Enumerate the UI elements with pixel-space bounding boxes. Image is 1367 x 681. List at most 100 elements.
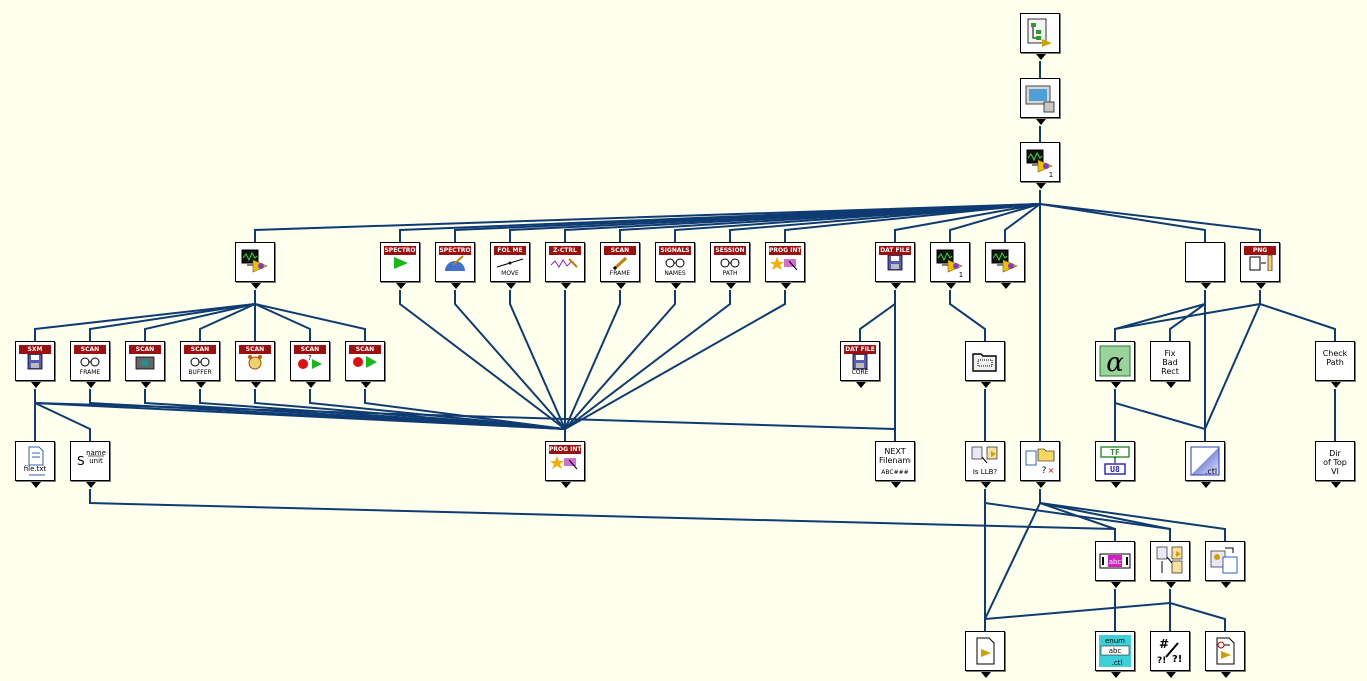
vi-node-spectro-u[interactable]: SPECTRO (380, 242, 420, 289)
expand-arrow-icon[interactable] (981, 382, 991, 388)
vi-node-dir-top[interactable]: Dir of Top VI (1315, 441, 1355, 488)
vi-node-hash-arrow[interactable]: #?!?! (1150, 631, 1190, 678)
expand-arrow-icon[interactable] (1111, 672, 1121, 678)
vi-node-scope-c[interactable] (985, 242, 1025, 289)
text-icon: Dir of Top VI (1319, 445, 1351, 477)
expand-arrow-icon[interactable] (1111, 482, 1121, 488)
vi-node-png[interactable]: PNG (1240, 242, 1280, 289)
vi-node-check-path[interactable]: Check Path (1315, 341, 1355, 388)
vi-subtitle: BUFFER (188, 369, 212, 376)
vi-node-scope-a[interactable] (235, 242, 275, 289)
vi-node-picture[interactable] (1185, 242, 1225, 289)
expand-arrow-icon[interactable] (856, 382, 866, 388)
expand-arrow-icon[interactable] (1331, 382, 1341, 388)
file-name-label: file.txt (24, 465, 47, 473)
vi-node-file-txt[interactable]: file.txt (15, 441, 55, 488)
expand-arrow-icon[interactable] (561, 482, 571, 488)
vi-subtitle: NAMES (664, 270, 686, 277)
vi-banner: SIGNALS (659, 246, 691, 255)
expand-arrow-icon[interactable] (726, 283, 736, 289)
vi-node-doc-folder[interactable]: ?× (1020, 441, 1060, 488)
expand-arrow-icon[interactable] (1256, 283, 1266, 289)
expand-arrow-icon[interactable] (506, 283, 516, 289)
expand-arrow-icon[interactable] (671, 283, 681, 289)
expand-arrow-icon[interactable] (196, 382, 206, 388)
vi-node-llb-vis[interactable] (1150, 541, 1190, 588)
expand-arrow-icon[interactable] (1111, 382, 1121, 388)
expand-arrow-icon[interactable] (1001, 283, 1011, 289)
expand-arrow-icon[interactable] (1111, 582, 1121, 588)
vi-node-main[interactable]: 1 (1020, 142, 1060, 189)
expand-arrow-icon[interactable] (781, 283, 791, 289)
vi-node-abc-string[interactable]: abc (1095, 541, 1135, 588)
expand-arrow-icon[interactable] (1221, 672, 1231, 678)
wire-main-to-png (1039, 190, 1261, 242)
expand-arrow-icon[interactable] (1331, 482, 1341, 488)
expand-arrow-icon[interactable] (306, 382, 316, 388)
expand-arrow-icon[interactable] (1166, 382, 1176, 388)
expand-arrow-icon[interactable] (1201, 283, 1211, 289)
expand-arrow-icon[interactable] (946, 283, 956, 289)
vi-node-scan-cam[interactable]: SCAN (125, 341, 165, 388)
expand-arrow-icon[interactable] (981, 672, 991, 678)
vi-node-vi-doc[interactable] (965, 631, 1005, 678)
expand-arrow-icon[interactable] (1201, 482, 1211, 488)
vi-subtitle: PATH (722, 270, 738, 277)
expand-arrow-icon[interactable] (361, 382, 371, 388)
vi-node-sxm[interactable]: SXM (15, 341, 55, 388)
vi-node-prog-int-top[interactable]: PROG INT (765, 242, 805, 289)
expand-arrow-icon[interactable] (981, 482, 991, 488)
expand-arrow-icon[interactable] (251, 382, 261, 388)
vi-node-z-ctrl[interactable]: Z-CTRL (545, 242, 585, 289)
expand-arrow-icon[interactable] (616, 283, 626, 289)
vi-node-ctl[interactable]: .ctl (1185, 441, 1225, 488)
vi-node-fix-bad[interactable]: Fix Bad Rect (1150, 341, 1190, 388)
vi-node-scan-rec[interactable]: SCAN (345, 341, 385, 388)
expand-arrow-icon[interactable] (31, 382, 41, 388)
expand-arrow-icon[interactable] (1036, 119, 1046, 125)
vi-node-scan-q[interactable]: SCAN? (290, 341, 330, 388)
vi-node-dat-file[interactable]: DAT FILE (875, 242, 915, 289)
expand-arrow-icon[interactable] (1036, 482, 1046, 488)
vi-node-alpha[interactable]: α (1095, 341, 1135, 388)
expand-arrow-icon[interactable] (396, 283, 406, 289)
expand-arrow-icon[interactable] (31, 482, 41, 488)
expand-arrow-icon[interactable] (141, 382, 151, 388)
vi-node-prog-int[interactable]: PROG INT (545, 441, 585, 488)
expand-arrow-icon[interactable] (1221, 582, 1231, 588)
expand-arrow-icon[interactable] (86, 482, 96, 488)
vi-node-copy-vi[interactable] (1205, 541, 1245, 588)
wire-scope-b-to-folder (949, 290, 986, 341)
vi-node-spectro-u2[interactable]: SPECTRO (435, 242, 475, 289)
vi-node-is-llb[interactable]: Is LLB? (965, 441, 1005, 488)
vi-node-scan-clock[interactable]: SCAN (235, 341, 275, 388)
expand-arrow-icon[interactable] (891, 283, 901, 289)
expand-arrow-icon[interactable] (451, 283, 461, 289)
vi-node-key-doc[interactable] (1205, 631, 1245, 678)
expand-arrow-icon[interactable] (561, 283, 571, 289)
vi-node-next-filename[interactable]: NEXT FilenameABC### (875, 441, 915, 488)
vi-node-root[interactable] (1020, 13, 1060, 60)
vi-node-signals[interactable]: SIGNALS NAMES (655, 242, 695, 289)
expand-arrow-icon[interactable] (251, 283, 261, 289)
expand-arrow-icon[interactable] (1166, 582, 1176, 588)
vi-node-folder[interactable] (965, 341, 1005, 388)
vi-node-computer[interactable] (1020, 78, 1060, 125)
expand-arrow-icon[interactable] (1166, 672, 1176, 678)
expand-arrow-icon[interactable] (1036, 54, 1046, 60)
expand-arrow-icon[interactable] (891, 482, 901, 488)
expand-arrow-icon[interactable] (1036, 183, 1046, 189)
expand-arrow-icon[interactable] (86, 382, 96, 388)
vi-node-scope-b[interactable]: 1 (930, 242, 970, 289)
